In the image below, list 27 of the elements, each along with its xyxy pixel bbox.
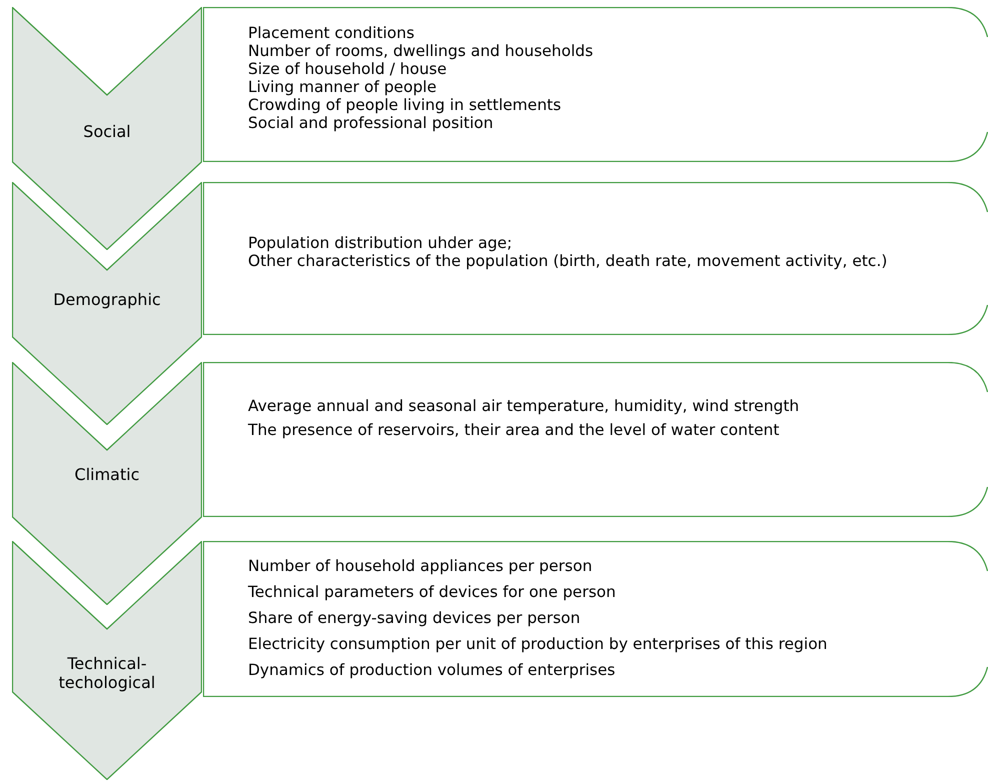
factor-text: Social and professional position <box>248 114 494 132</box>
factor-text: Share of energy-saving devices per person <box>248 609 582 627</box>
rounded-text-box <box>203 362 988 517</box>
factor-text: Technical parameters of devices for one person <box>248 583 617 601</box>
factor-text: Living manner of people <box>248 78 438 96</box>
factor-text: Population distribution uhder age; <box>248 234 514 252</box>
category-label: Climatic <box>74 465 140 484</box>
category-label: Social <box>82 122 132 141</box>
rounded-text-box <box>203 7 988 162</box>
chevron-shape <box>12 7 202 250</box>
factor-text: Crowding of people living in settlements <box>248 96 562 114</box>
chevron-shape <box>12 362 202 605</box>
category-label: Technical-techological <box>58 654 156 692</box>
category-label: Demographic <box>52 290 162 309</box>
factor-text: Number of household appliances per person <box>248 557 594 575</box>
factor-text: Dynamics of production volumes of enterprises <box>248 661 616 679</box>
factor-text: Placement conditions <box>248 24 416 42</box>
rounded-text-box <box>203 182 988 335</box>
factor-text: Size of household / house <box>248 60 448 78</box>
factor-text: Number of rooms, dwellings and households <box>248 42 594 60</box>
rounded-text-box <box>203 541 988 697</box>
chevron-shape <box>12 182 202 425</box>
factor-text: Electricity consumption per unit of production by enterprises of this region <box>248 635 828 653</box>
factor-text: The presence of reservoirs, their area and the level of water content <box>248 421 780 439</box>
factor-text: Other characteristics of the population (birth, death rate, movement activity, etc.) <box>248 252 888 270</box>
factor-text: Average annual and seasonal air temperature, humidity, wind strength <box>248 397 800 415</box>
chevron-shape <box>12 541 202 780</box>
